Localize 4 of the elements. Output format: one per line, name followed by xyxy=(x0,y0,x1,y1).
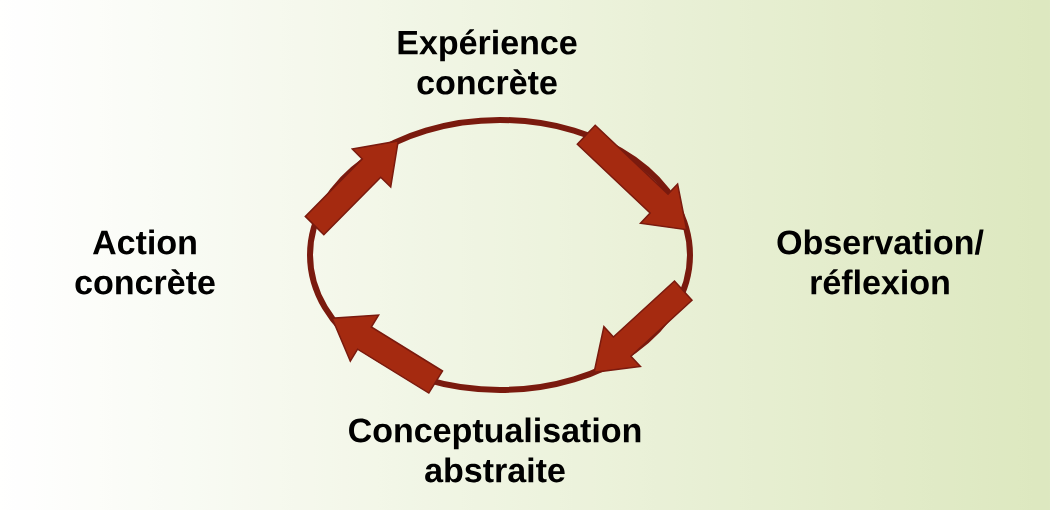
stage-label: Observation/ réflexion xyxy=(777,229,984,295)
stage-label: Action concrète xyxy=(75,229,215,295)
stage-label: Conceptualisation abstraite xyxy=(349,417,641,483)
stage-label: Expérience concrète xyxy=(398,29,577,95)
